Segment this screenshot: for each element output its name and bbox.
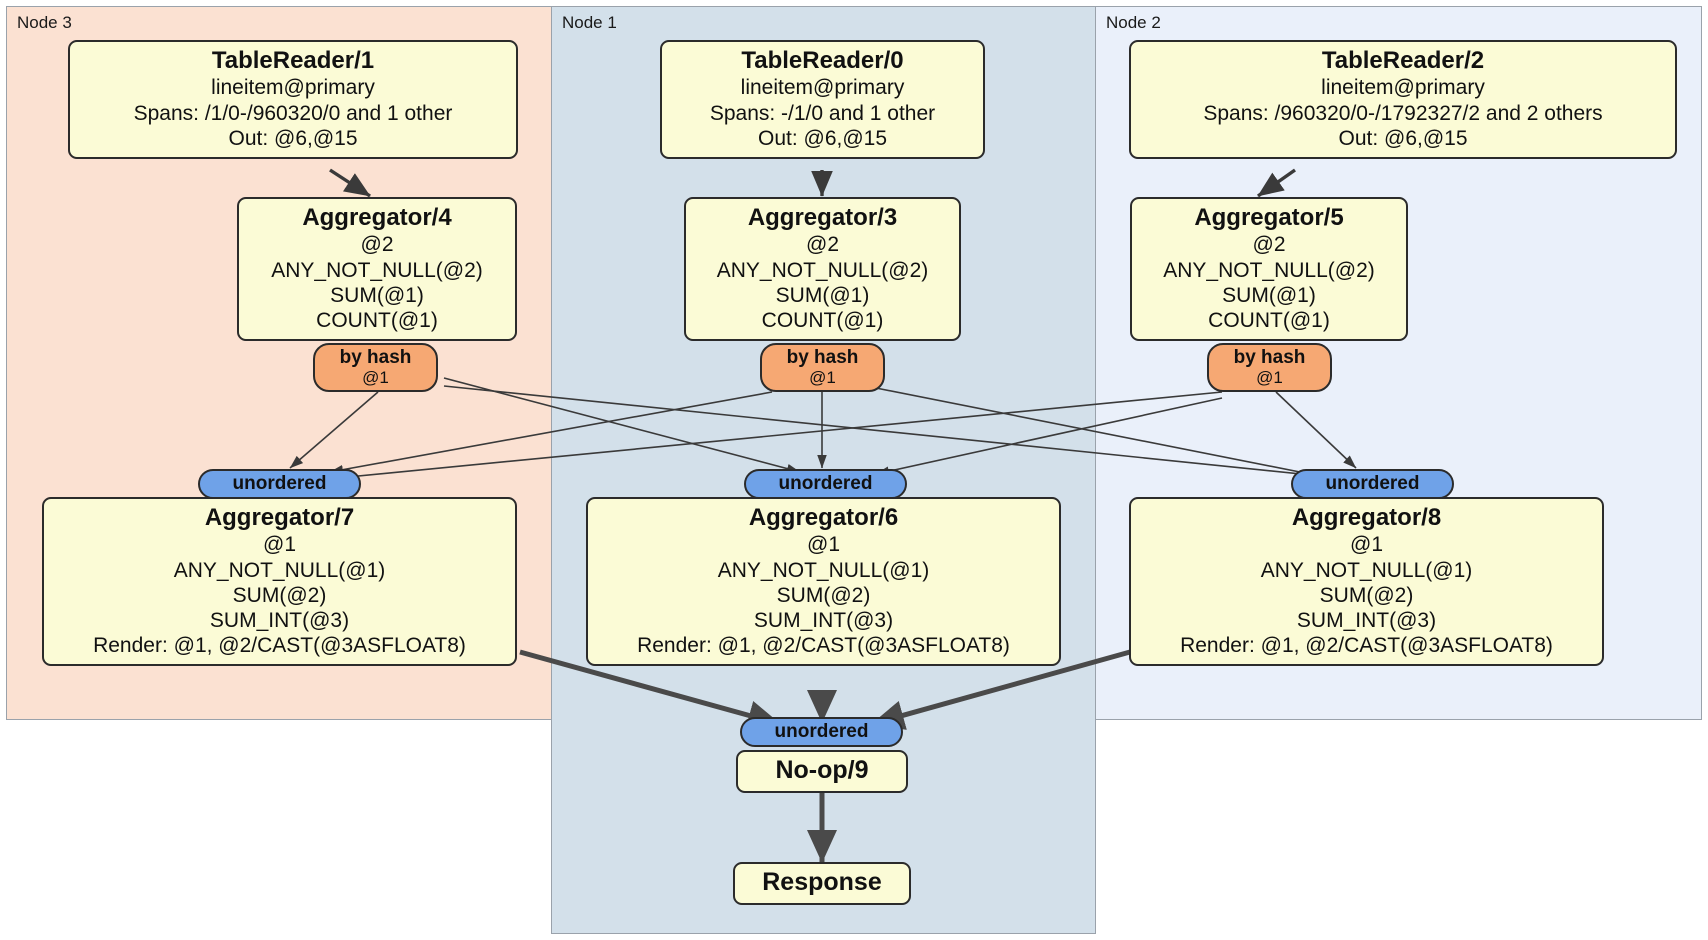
processor-line: @2 xyxy=(360,233,394,257)
processor-title: No-op/9 xyxy=(775,756,869,784)
processor-aggregator-8[interactable]: Aggregator/8 @1 ANY_NOT_NULL(@1) SUM(@2)… xyxy=(1129,497,1604,667)
processor-line: Out: @6,@15 xyxy=(757,126,888,150)
router-column-label: @1 xyxy=(1256,368,1283,388)
synchronizer-unordered-center[interactable]: unordered xyxy=(744,469,907,500)
processor-line: @2 xyxy=(806,233,839,257)
processor-line: ANY_NOT_NULL(@2) xyxy=(271,258,483,282)
synchronizer-label: unordered xyxy=(774,721,869,742)
processor-line: Render: @1, @2/CAST(@3ASFLOAT8) xyxy=(637,634,1010,658)
synchronizer-unordered-left[interactable]: unordered xyxy=(198,469,361,500)
processor-table-reader-0[interactable]: TableReader/0 lineitem@primary Spans: -/… xyxy=(660,40,985,159)
processor-title: Aggregator/5 xyxy=(1194,204,1344,231)
processor-noop-9[interactable]: No-op/9 xyxy=(736,750,908,793)
processor-title: Aggregator/3 xyxy=(747,204,898,231)
processor-line: Spans: /960320/0-/1792327/2 and 2 others xyxy=(1203,101,1603,125)
processor-response[interactable]: Response xyxy=(733,862,911,905)
processor-aggregator-7[interactable]: Aggregator/7 @1 ANY_NOT_NULL(@1) SUM(@2)… xyxy=(42,497,517,667)
node-label-node3: Node 3 xyxy=(17,13,72,32)
router-type-label: by hash xyxy=(786,347,859,368)
processor-aggregator-5[interactable]: Aggregator/5 @2 ANY_NOT_NULL(@2) SUM(@1)… xyxy=(1130,197,1408,342)
router-type-label: by hash xyxy=(1233,347,1306,368)
output-router-by-hash-center[interactable]: by hash @1 xyxy=(760,343,885,393)
processor-line: SUM(@2) xyxy=(776,583,871,607)
processor-line: Out: @6,@15 xyxy=(1338,126,1468,150)
processor-line: lineitem@primary xyxy=(1321,76,1485,100)
synchronizer-unordered-right[interactable]: unordered xyxy=(1291,469,1454,500)
processor-line: SUM(@1) xyxy=(330,283,424,307)
processor-line: SUM_INT(@3) xyxy=(209,608,350,632)
node-label-node2: Node 2 xyxy=(1106,13,1161,32)
processor-line: SUM(@1) xyxy=(775,283,870,307)
processor-aggregator-4[interactable]: Aggregator/4 @2 ANY_NOT_NULL(@2) SUM(@1)… xyxy=(237,197,517,342)
processor-line: lineitem@primary xyxy=(740,76,905,100)
processor-line: Out: @6,@15 xyxy=(228,126,358,150)
synchronizer-label: unordered xyxy=(232,473,327,494)
processor-line: ANY_NOT_NULL(@1) xyxy=(717,558,930,582)
processor-line: ANY_NOT_NULL(@2) xyxy=(1163,258,1375,282)
processor-line: lineitem@primary xyxy=(211,76,375,100)
processor-line: @2 xyxy=(1252,233,1286,257)
processor-line: Spans: /1/0-/960320/0 and 1 other xyxy=(133,101,453,125)
processor-title: Aggregator/4 xyxy=(302,204,452,231)
processor-line: ANY_NOT_NULL(@2) xyxy=(716,258,929,282)
processor-line: COUNT(@1) xyxy=(316,308,438,332)
processor-line: @1 xyxy=(1350,533,1383,557)
output-router-by-hash-right[interactable]: by hash @1 xyxy=(1207,343,1332,393)
router-column-label: @1 xyxy=(362,368,389,388)
processor-title: TableReader/1 xyxy=(211,47,375,74)
processor-title: Response xyxy=(762,868,882,896)
processor-line: ANY_NOT_NULL(@1) xyxy=(1260,558,1473,582)
processor-line: @1 xyxy=(263,533,296,557)
processor-line: COUNT(@1) xyxy=(761,308,884,332)
processor-line: SUM(@2) xyxy=(232,583,327,607)
processor-line: SUM(@1) xyxy=(1222,283,1316,307)
processor-line: COUNT(@1) xyxy=(1208,308,1330,332)
processor-aggregator-6[interactable]: Aggregator/6 @1 ANY_NOT_NULL(@1) SUM(@2)… xyxy=(586,497,1061,667)
processor-line: Render: @1, @2/CAST(@3ASFLOAT8) xyxy=(1180,634,1553,658)
processor-line: @1 xyxy=(807,533,840,557)
processor-line: SUM(@2) xyxy=(1319,583,1414,607)
node-label-node1: Node 1 xyxy=(562,13,617,32)
synchronizer-unordered-final[interactable]: unordered xyxy=(740,717,903,748)
processor-line: SUM_INT(@3) xyxy=(1296,608,1437,632)
synchronizer-label: unordered xyxy=(778,473,873,494)
synchronizer-label: unordered xyxy=(1325,473,1420,494)
output-router-by-hash-left[interactable]: by hash @1 xyxy=(313,343,438,393)
processor-title: Aggregator/6 xyxy=(748,504,899,531)
processor-table-reader-2[interactable]: TableReader/2 lineitem@primary Spans: /9… xyxy=(1129,40,1677,159)
router-type-label: by hash xyxy=(339,347,412,368)
processor-line: SUM_INT(@3) xyxy=(753,608,894,632)
processor-line: Render: @1, @2/CAST(@3ASFLOAT8) xyxy=(93,634,466,658)
processor-title: TableReader/2 xyxy=(1321,47,1485,74)
processor-title: TableReader/0 xyxy=(741,47,904,74)
processor-title: Aggregator/8 xyxy=(1291,504,1442,531)
processor-aggregator-3[interactable]: Aggregator/3 @2 ANY_NOT_NULL(@2) SUM(@1)… xyxy=(684,197,961,342)
processor-line: Spans: -/1/0 and 1 other xyxy=(709,101,936,125)
router-column-label: @1 xyxy=(809,368,836,388)
processor-title: Aggregator/7 xyxy=(204,504,355,531)
processor-line: ANY_NOT_NULL(@1) xyxy=(173,558,386,582)
processor-table-reader-1[interactable]: TableReader/1 lineitem@primary Spans: /1… xyxy=(68,40,518,159)
